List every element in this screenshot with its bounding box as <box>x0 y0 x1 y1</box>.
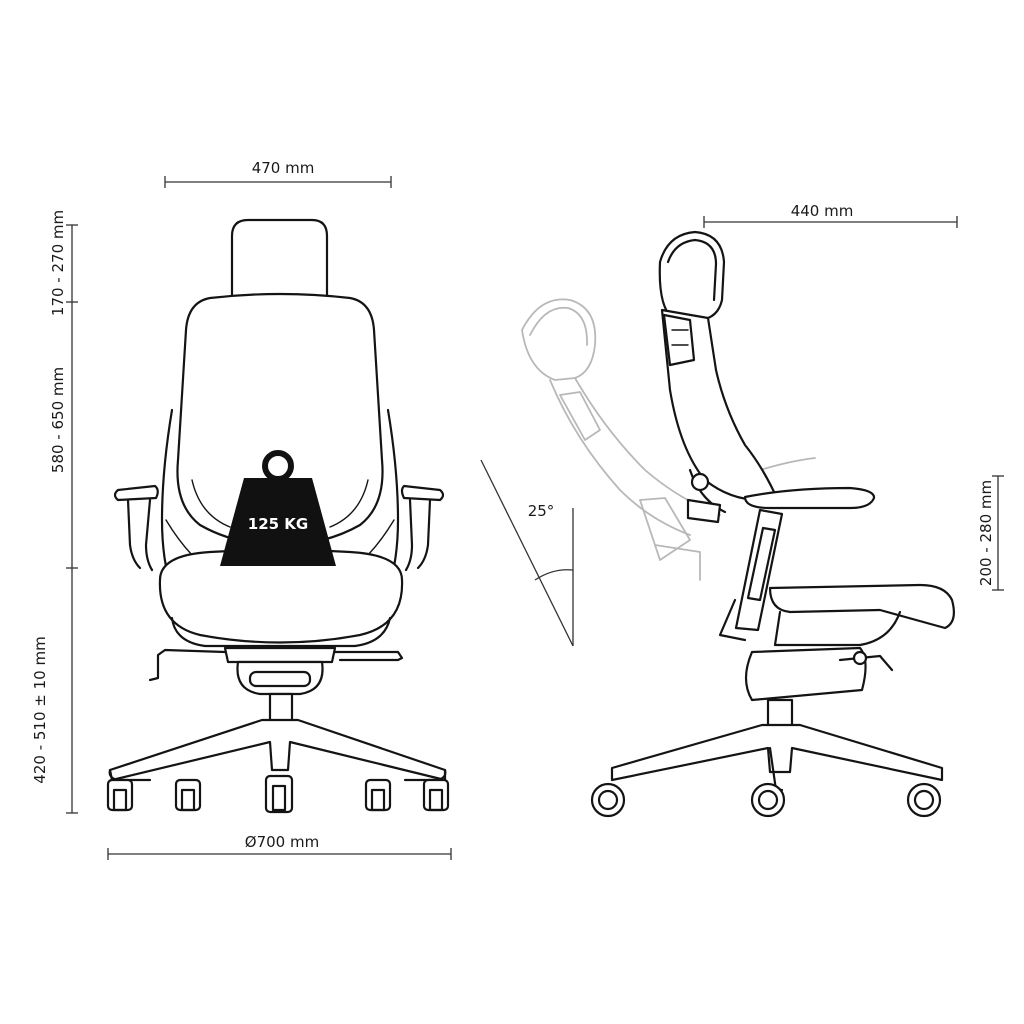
side-armrest <box>718 486 876 642</box>
side-casters <box>590 782 942 818</box>
backrest-height-label: 580 - 650 mm <box>49 367 67 473</box>
max-load-label: 125 KG <box>248 515 308 533</box>
front-casters <box>106 774 450 814</box>
recline-angle-label: 25° <box>528 502 555 520</box>
recline-angle-indicator: 25° <box>480 459 574 647</box>
side-depth-label: 440 mm <box>791 202 854 220</box>
front-height-dimension: 170 - 270 mm 580 - 650 mm 420 - 510 ± 10… <box>31 210 78 814</box>
front-width-dimension: 470 mm <box>164 159 392 188</box>
front-view: 470 mm 170 - 270 mm 580 - 650 mm 420 - 5… <box>31 159 452 860</box>
max-load-weight-icon: 125 KG <box>220 450 336 566</box>
front-seat <box>158 548 404 644</box>
front-left-armrest <box>113 484 159 572</box>
front-backrest <box>176 292 384 547</box>
side-backrest <box>660 308 782 524</box>
front-width-label: 470 mm <box>252 159 315 177</box>
side-mechanism <box>744 646 894 702</box>
front-gas-column <box>268 692 294 724</box>
side-headrest <box>658 230 726 322</box>
front-right-armrest <box>400 484 445 572</box>
side-seat <box>768 583 955 630</box>
side-star-base <box>610 723 944 792</box>
base-diameter-dimension: Ø700 mm <box>107 833 452 860</box>
headrest-height-label: 170 - 270 mm <box>49 210 67 316</box>
front-star-base <box>108 718 447 782</box>
base-diameter-label: Ø700 mm <box>245 833 319 851</box>
side-view: 440 mm 25° 200 - 280 mm <box>480 202 1004 818</box>
armrest-height-dimension: 200 - 280 mm <box>977 475 1004 591</box>
seat-height-label: 420 - 510 ± 10 mm <box>31 636 49 783</box>
side-depth-dimension: 440 mm <box>703 202 958 228</box>
front-mechanism <box>148 646 404 696</box>
armrest-height-label: 200 - 280 mm <box>977 480 995 586</box>
